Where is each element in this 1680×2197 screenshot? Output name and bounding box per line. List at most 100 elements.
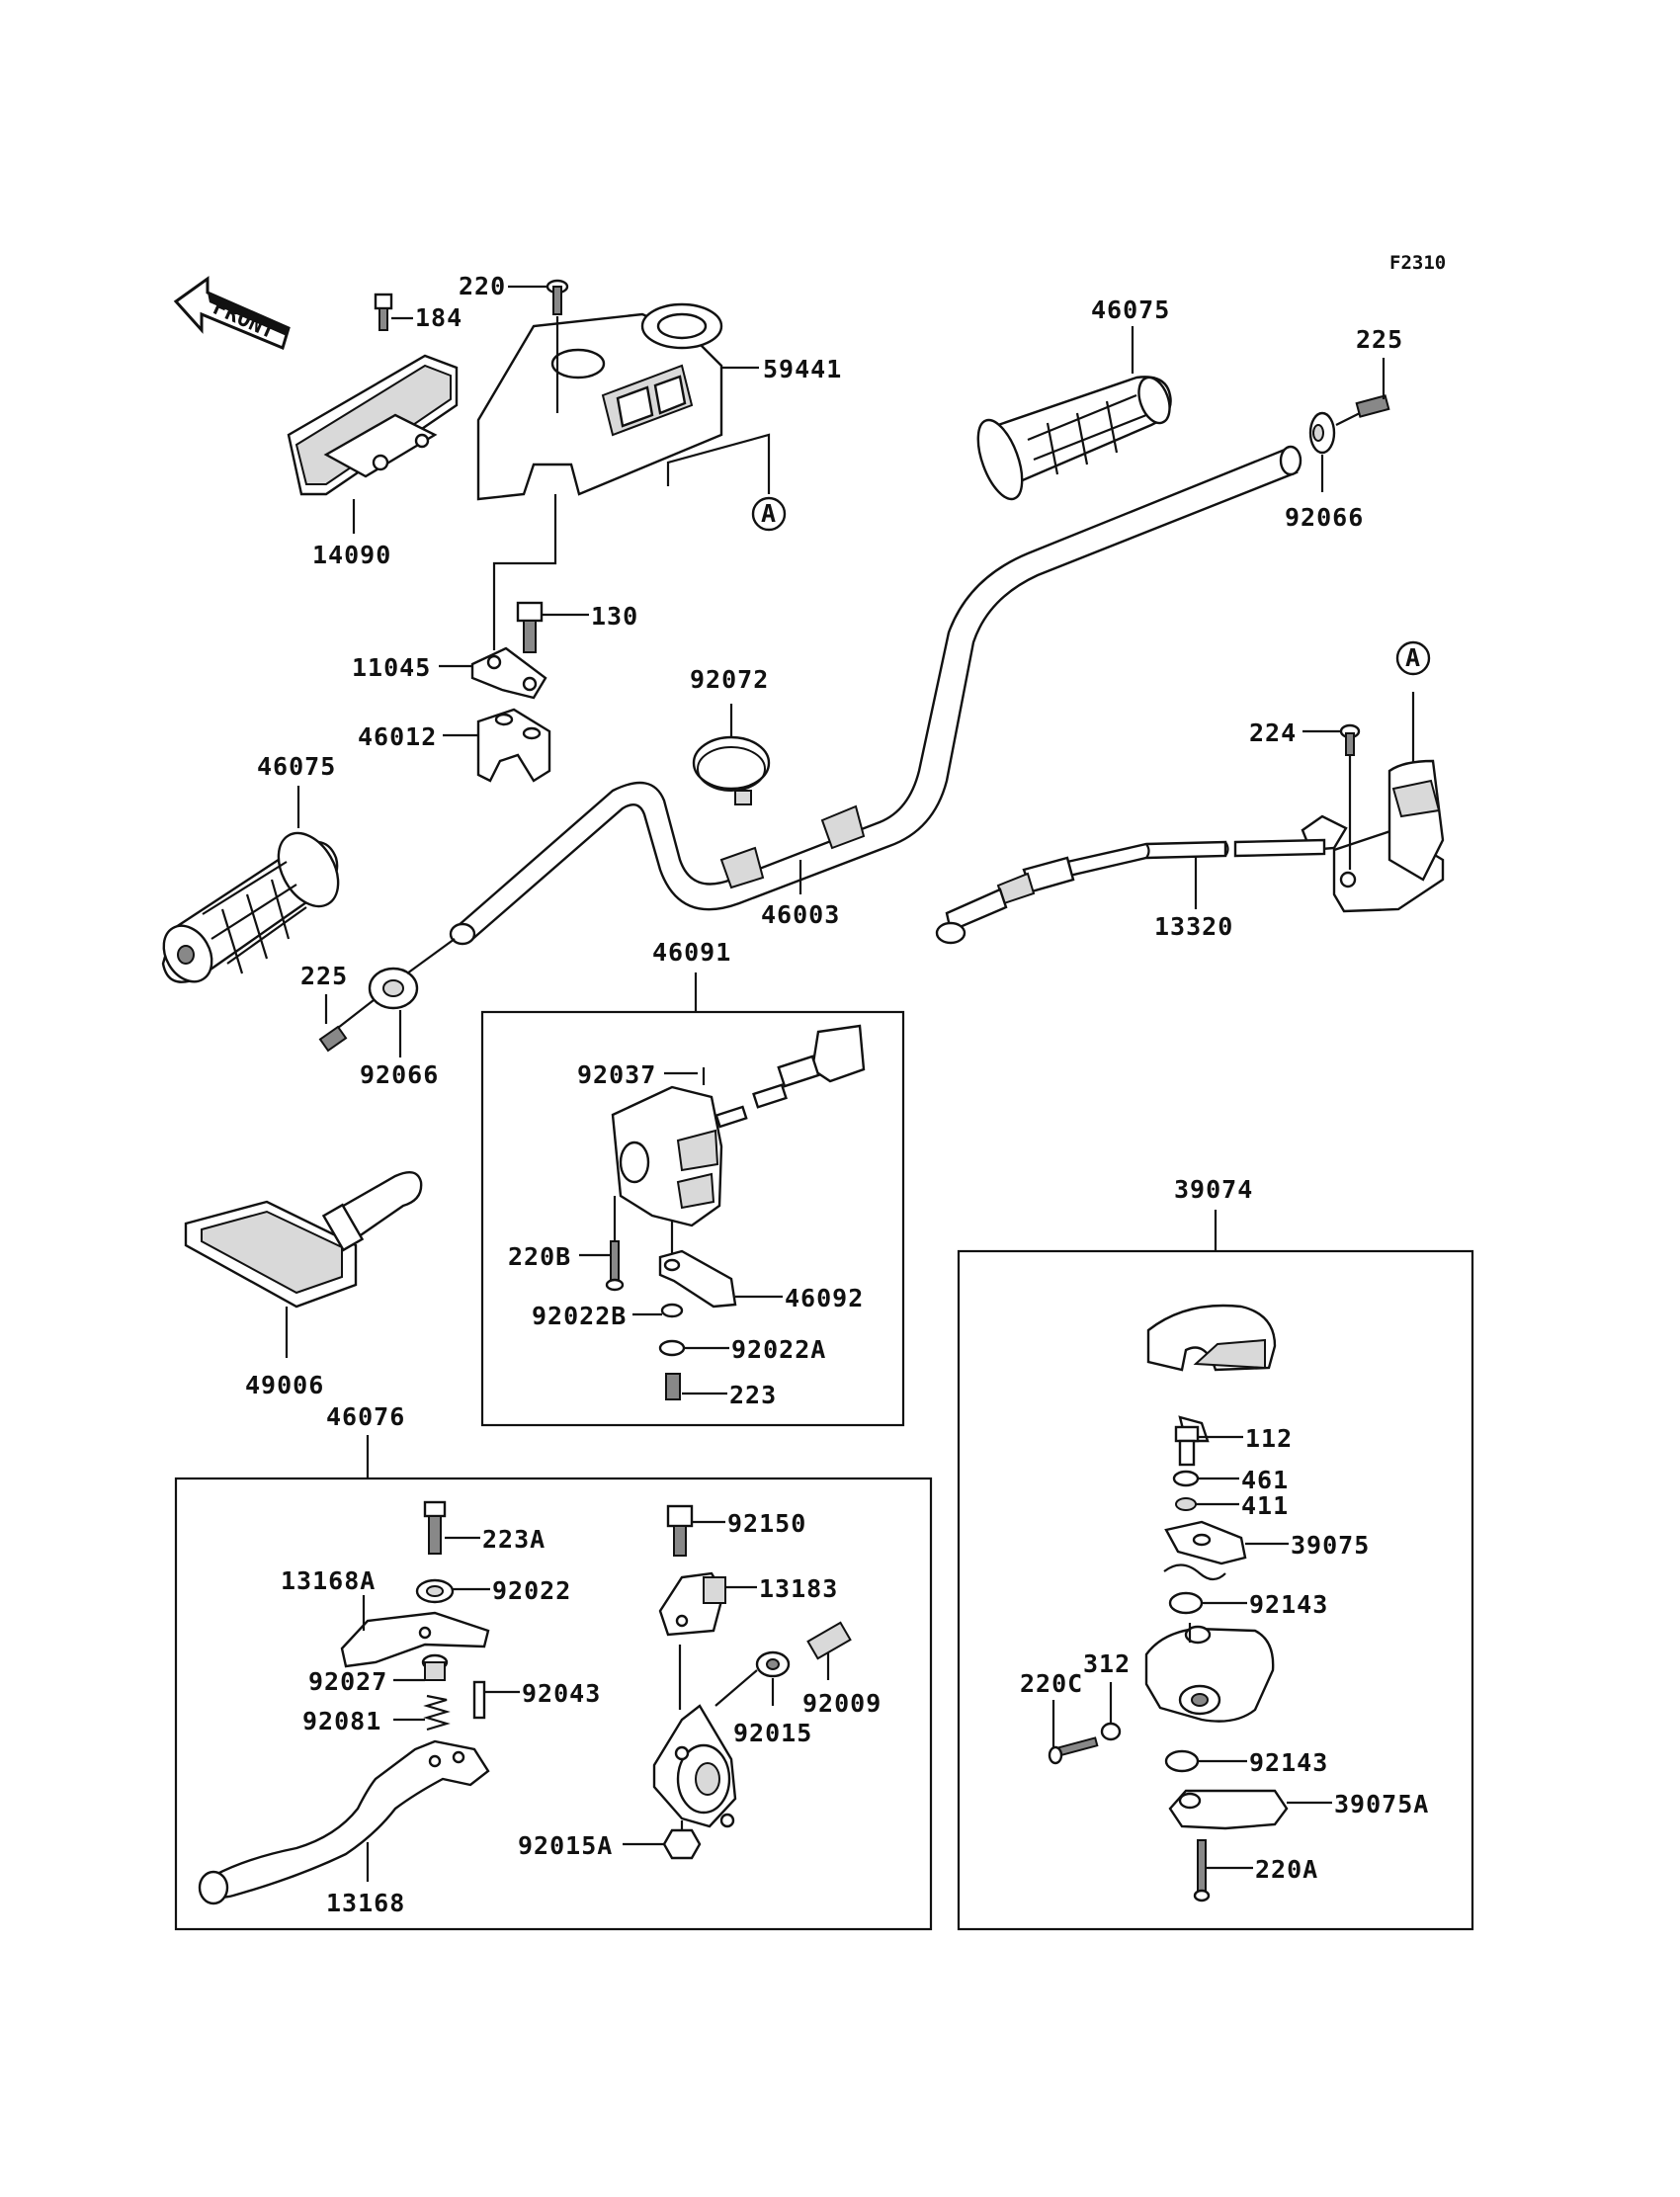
label-312: 312 [1083, 1649, 1131, 1678]
label-59441: 59441 [763, 355, 842, 383]
label-39075A: 39075A [1334, 1790, 1429, 1818]
label-14090: 14090 [312, 541, 391, 569]
ref-marker-a-top: A [751, 496, 787, 532]
label-49006: 49006 [245, 1371, 324, 1399]
label-46075-left: 46075 [257, 752, 336, 781]
label-11045: 11045 [352, 653, 431, 682]
weight-92066-left [368, 967, 419, 1010]
label-92027: 92027 [308, 1667, 387, 1696]
clamp-46012 [476, 708, 551, 783]
spring-92081-icon [423, 1694, 451, 1732]
lever-39075A [1168, 1789, 1289, 1830]
label-92150: 92150 [727, 1509, 806, 1538]
box-39074 [957, 1249, 1474, 1931]
adjuster-92009-icon [806, 1621, 852, 1660]
screw-224-icon [1339, 723, 1361, 756]
throttle-cover-39074 [1146, 1304, 1277, 1372]
screw-220-icon [546, 279, 569, 315]
label-92081: 92081 [302, 1707, 381, 1735]
nut-223-icon [665, 1373, 681, 1400]
label-92022: 92022 [492, 1576, 571, 1605]
label-13183: 13183 [759, 1574, 838, 1603]
label-46091: 46091 [652, 938, 731, 967]
label-39074: 39074 [1174, 1175, 1253, 1204]
seal-92143-bottom-icon [1164, 1749, 1200, 1773]
grip-right-46075 [976, 376, 1172, 501]
lever-39075 [1164, 1520, 1247, 1565]
label-461: 461 [1241, 1466, 1289, 1494]
screw-220A-icon [1193, 1839, 1211, 1902]
label-92066-right: 92066 [1285, 503, 1364, 532]
plate-11045 [470, 646, 547, 700]
pin-92043-icon [472, 1680, 486, 1720]
label-39075: 39075 [1291, 1531, 1370, 1560]
washer-411-icon [1175, 1497, 1197, 1511]
box-46076 [174, 1477, 933, 1931]
washer-92022A-icon [658, 1339, 686, 1357]
label-223A: 223A [482, 1525, 546, 1554]
label-92072: 92072 [690, 665, 769, 694]
label-13320: 13320 [1154, 912, 1233, 941]
label-92043: 92043 [522, 1679, 601, 1708]
nut-92015-icon [755, 1650, 791, 1678]
throttle-case [1144, 1625, 1275, 1723]
grip-left-46075 [161, 831, 340, 983]
handlebar-46003 [449, 445, 1302, 946]
label-411: 411 [1241, 1491, 1289, 1520]
throttle-housing [1301, 759, 1445, 913]
svg-text:A: A [1405, 643, 1421, 672]
label-92143-top: 92143 [1249, 1590, 1328, 1619]
weight-92066-right [1308, 411, 1336, 455]
washer-92022B-icon [660, 1303, 684, 1318]
band-92072 [692, 735, 771, 805]
label-220C: 220C [1020, 1669, 1083, 1698]
spring-icon [1163, 1563, 1226, 1581]
label-92009: 92009 [802, 1689, 882, 1718]
bolt-130-icon [516, 601, 544, 653]
label-46092: 46092 [785, 1284, 864, 1312]
svg-text:A: A [761, 499, 777, 528]
label-92143-bottom: 92143 [1249, 1748, 1328, 1777]
label-224: 224 [1249, 718, 1297, 747]
switch-assembly-46091 [611, 1024, 866, 1227]
label-92066-left: 92066 [360, 1060, 439, 1089]
box-46091 [480, 1010, 905, 1427]
lever-46092 [658, 1249, 737, 1309]
plate-13168A [340, 1611, 490, 1668]
lever-guard-49006 [184, 1170, 423, 1309]
bolt-92150-icon [666, 1504, 694, 1557]
label-112: 112 [1245, 1424, 1293, 1453]
label-46012: 46012 [358, 722, 437, 751]
screw-225-left-icon [318, 1025, 348, 1053]
label-13168A: 13168A [281, 1566, 376, 1595]
collar-92027-icon [421, 1653, 449, 1681]
label-46003: 46003 [761, 900, 840, 929]
label-225-left: 225 [300, 962, 348, 990]
label-130: 130 [591, 602, 638, 631]
switch-cover-14090 [287, 354, 459, 496]
label-46076: 46076 [326, 1402, 405, 1431]
label-220A: 220A [1255, 1855, 1318, 1884]
label-220B: 220B [508, 1242, 571, 1271]
ref-marker-a-right: A [1395, 640, 1431, 676]
seal-92143-top-icon [1168, 1591, 1204, 1615]
bolt-184-icon [374, 293, 393, 331]
figure-code: F2310 [1389, 252, 1446, 274]
bolt-112-icon [1174, 1425, 1200, 1467]
lever-13168 [198, 1739, 490, 1905]
label-92022A: 92022A [731, 1335, 826, 1364]
screw-220B-icon [605, 1240, 625, 1292]
front-arrow-label: FRONT [210, 296, 280, 345]
label-225-right: 225 [1356, 325, 1403, 354]
throttle-cable-13320 [935, 838, 1326, 945]
front-arrow-icon: FRONT [173, 276, 291, 351]
screw-220C-icon [1048, 1736, 1099, 1765]
label-92022B: 92022B [532, 1302, 627, 1330]
label-46075-right: 46075 [1091, 296, 1170, 324]
label-184: 184 [415, 303, 462, 332]
switch-housing-59441 [476, 302, 723, 501]
nut-92015A-icon [662, 1828, 702, 1860]
label-220-top: 220 [459, 272, 506, 300]
label-92015A: 92015A [518, 1831, 613, 1860]
